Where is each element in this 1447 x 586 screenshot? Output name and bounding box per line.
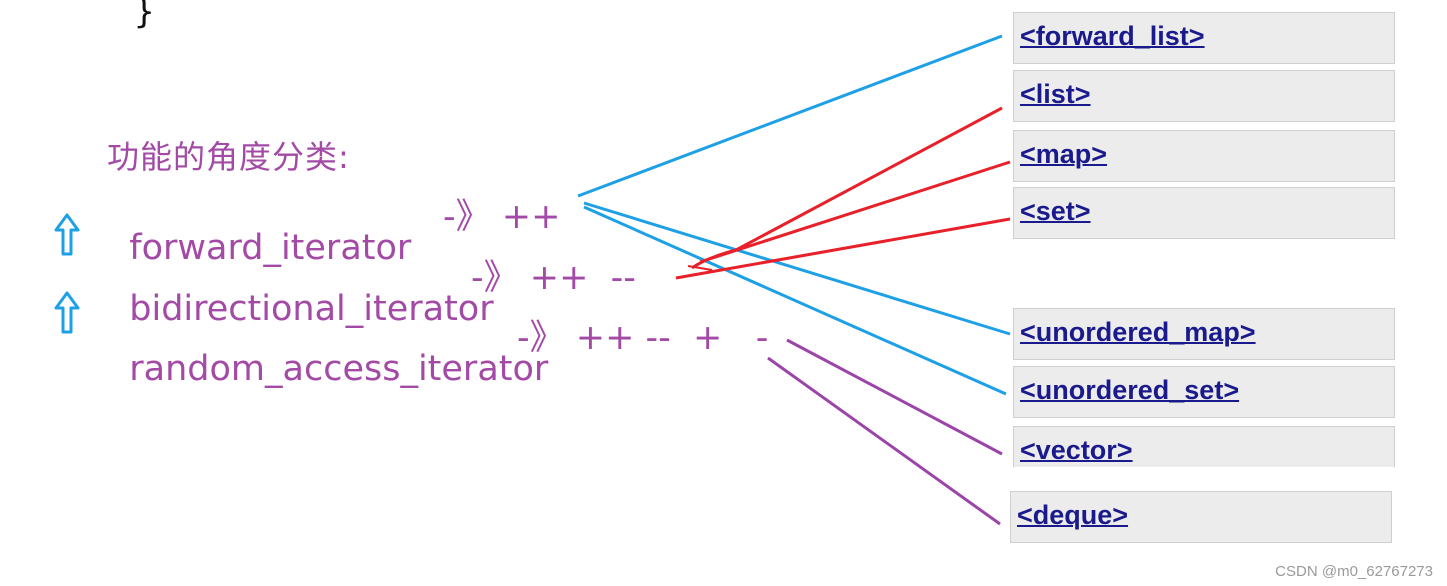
- iterator-random-access-name: random_access_iterator: [129, 349, 549, 389]
- iterator-random-access-ops: -》 ++ -- + -: [517, 318, 769, 358]
- container-map: <map>: [1013, 130, 1395, 182]
- connector-bidirectional-to-list: [691, 106, 1003, 270]
- container-list: <list>: [1013, 70, 1395, 122]
- connector-forward-to-unordered-set: [583, 205, 1007, 396]
- container-set: <set>: [1013, 187, 1395, 239]
- iterator-bidirectional: bidirectional_iterator -》 ++ --: [107, 249, 636, 369]
- container-unordered-set-link[interactable]: <unordered_set>: [1020, 375, 1240, 405]
- connector-bidirectional-hook: [687, 265, 713, 271]
- container-map-link[interactable]: <map>: [1020, 139, 1108, 169]
- connector-random-access-to-deque: [767, 356, 1001, 526]
- container-set-link[interactable]: <set>: [1020, 196, 1091, 226]
- container-list-link[interactable]: <list>: [1020, 79, 1091, 109]
- connector-bidirectional-to-map: [699, 160, 1011, 264]
- container-deque: <deque>: [1010, 491, 1392, 543]
- container-forward-list: <forward_list>: [1013, 12, 1395, 64]
- iterator-bidirectional-name: bidirectional_iterator: [129, 289, 494, 329]
- container-deque-link[interactable]: <deque>: [1017, 500, 1129, 530]
- iterator-forward: forward_iterator -》 ++: [107, 188, 560, 308]
- up-arrow-icon: [54, 291, 80, 334]
- iterator-bidirectional-ops: -》 ++ --: [471, 258, 636, 298]
- connector-bidirectional-to-set: [675, 217, 1011, 280]
- classification-heading: 功能的角度分类:: [107, 138, 350, 176]
- container-forward-list-link[interactable]: <forward_list>: [1020, 21, 1205, 51]
- container-unordered-map-link[interactable]: <unordered_map>: [1020, 317, 1256, 347]
- container-vector: <vector>: [1013, 426, 1395, 467]
- connector-forward-to-unordered-map: [583, 201, 1011, 336]
- up-arrow-icon: [54, 213, 80, 256]
- iterator-forward-ops: -》 ++: [443, 197, 561, 237]
- iterator-forward-name: forward_iterator: [129, 228, 412, 268]
- code-closing-brace: }: [134, 0, 155, 32]
- iterator-random-access: random_access_iterator -》 ++ -- + -: [107, 309, 768, 429]
- watermark: CSDN @m0_62767273: [1275, 563, 1433, 580]
- container-unordered-set: <unordered_set>: [1013, 366, 1395, 418]
- connector-forward-to-forward-list: [577, 34, 1003, 198]
- container-unordered-map: <unordered_map>: [1013, 308, 1395, 360]
- connector-random-access-to-vector: [786, 338, 1003, 456]
- container-vector-link[interactable]: <vector>: [1020, 435, 1133, 465]
